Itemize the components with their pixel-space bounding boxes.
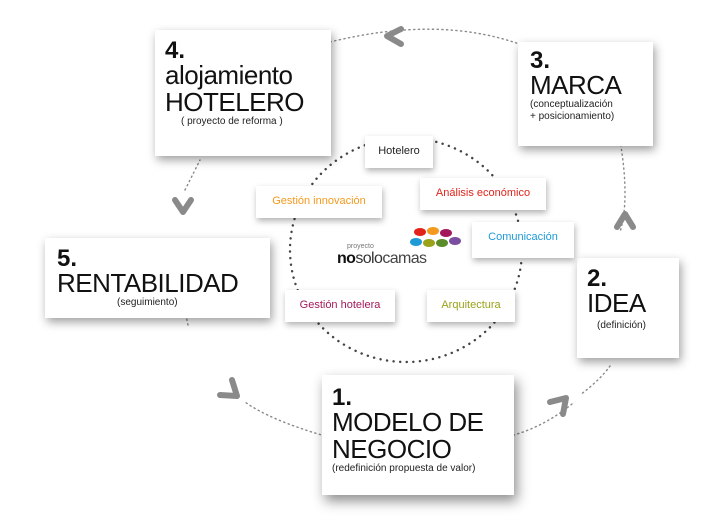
arrow-to-step-5 bbox=[172, 197, 194, 215]
hub-card-arquitectura: Arquitectura bbox=[427, 290, 515, 322]
step-5-title: RENTABILIDAD bbox=[57, 268, 239, 298]
step-5-number: 5. bbox=[57, 245, 78, 272]
step-4-number: 4. bbox=[165, 37, 186, 64]
arrow-to-step-1 bbox=[217, 377, 240, 399]
logo-wordmark: nosolocamas bbox=[337, 250, 427, 268]
hub-card-gestion-innovacion: Gestión innovación bbox=[256, 186, 382, 218]
hub-card-hotelero: Hotelero bbox=[365, 136, 433, 168]
step-1-card: 1. MODELO DE NEGOCIO (redefinición propu… bbox=[322, 375, 514, 495]
step-5-subtitle: (seguimiento) bbox=[117, 297, 178, 308]
hub-label-comunicacion: Comunicación bbox=[488, 231, 558, 243]
step-2-subtitle: (definición) bbox=[597, 320, 646, 331]
step-4-subtitle: ( proyecto de reforma ) bbox=[181, 116, 283, 127]
bubble-2 bbox=[427, 227, 439, 235]
logo-small-text: proyecto bbox=[347, 243, 374, 250]
step-2-number: 2. bbox=[587, 265, 608, 292]
hub-label-arquitectura: Arquitectura bbox=[441, 299, 501, 311]
nosolocamas-logo: proyecto nosolocamas bbox=[337, 227, 465, 274]
step-1-title-line-2: NEGOCIO bbox=[332, 434, 452, 464]
step-4-title-line-2: HOTELERO bbox=[165, 87, 305, 117]
step-3-number: 3. bbox=[530, 47, 551, 74]
step-2-title: IDEA bbox=[587, 288, 646, 318]
bubble-1 bbox=[414, 228, 426, 236]
bubble-5 bbox=[423, 239, 435, 247]
step-4-card: 4. alojamiento HOTELERO ( proyecto de re… bbox=[155, 30, 331, 156]
logo-part-no: no bbox=[337, 250, 356, 267]
logo-part-solo: solo bbox=[355, 250, 383, 267]
arrow-to-step-3 bbox=[614, 211, 636, 230]
hub-label-hotelero: Hotelero bbox=[378, 145, 420, 157]
hub-card-comunicacion: Comunicación bbox=[472, 222, 574, 258]
hub-label-analisis-economico: Análisis económico bbox=[435, 187, 531, 199]
hub-label-gestion-hotelera: Gestión hotelera bbox=[299, 299, 381, 311]
step-1-title-line-1: MODELO DE bbox=[332, 407, 484, 437]
step-3-card: 3. MARCA (conceptualización + posicionam… bbox=[518, 42, 653, 146]
step-5-card: 5. RENTABILIDAD (seguimiento) bbox=[45, 238, 270, 318]
step-1-number: 1. bbox=[332, 384, 353, 411]
arrow-to-step-4 bbox=[384, 26, 404, 47]
hub-label-gestion-innovacion: Gestión innovación bbox=[272, 195, 366, 207]
hub-card-analisis-economico: Análisis económico bbox=[420, 178, 546, 210]
cycle-arrows bbox=[172, 26, 636, 417]
step-3-subtitle: (conceptualización + posicionamiento) bbox=[530, 99, 615, 122]
hub-card-gestion-hotelera: Gestión hotelera bbox=[285, 290, 395, 322]
step-4-title-line-1: alojamiento bbox=[165, 60, 293, 90]
bubble-4 bbox=[410, 238, 422, 246]
arrow-to-step-2 bbox=[547, 395, 569, 417]
step-3-title: MARCA bbox=[530, 70, 622, 100]
step-1-subtitle: (redefinición propuesta de valor) bbox=[332, 463, 476, 474]
bubble-7 bbox=[449, 237, 461, 245]
bubble-6 bbox=[436, 239, 448, 247]
logo-part-camas: camas bbox=[382, 250, 427, 267]
step-2-card: 2. IDEA (definición) bbox=[577, 258, 679, 358]
bubble-3 bbox=[440, 229, 452, 237]
speech-bubbles-icon bbox=[410, 227, 461, 247]
